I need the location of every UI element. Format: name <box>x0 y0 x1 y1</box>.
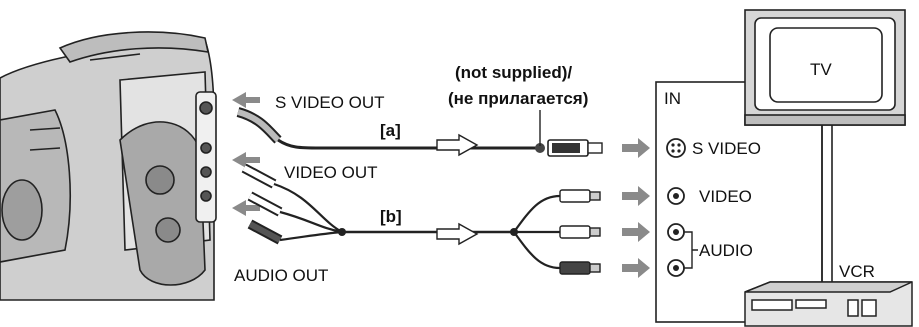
cable-a-label: [a] <box>380 121 401 140</box>
arrow-icon <box>232 92 260 216</box>
not-supplied-ru-label: (не прилагается) <box>448 89 588 108</box>
input-panel-label: IN <box>664 89 681 108</box>
s-video-plug-icon <box>236 107 282 144</box>
tv-icon <box>744 9 906 126</box>
audio-jack-icon <box>667 223 685 277</box>
cable-a-line <box>277 138 540 150</box>
arrow-icon <box>436 133 479 157</box>
camcorder-icon <box>0 31 217 301</box>
video-jack-icon <box>667 187 685 205</box>
s-video-input-label: S VIDEO <box>692 139 761 158</box>
cable-b-right <box>513 194 561 270</box>
video-input-label: VIDEO <box>699 187 752 206</box>
video-out-label: VIDEO OUT <box>284 163 378 182</box>
cable-b-left <box>273 182 343 242</box>
rca-plug-icon <box>241 163 283 245</box>
audio-out-label: AUDIO OUT <box>234 266 328 285</box>
rca-plug-icon <box>559 189 601 275</box>
s-video-out-label: S VIDEO OUT <box>275 93 385 112</box>
cable-b-label: [b] <box>380 207 402 226</box>
tv-label: TV <box>810 60 832 79</box>
arrow-icon <box>436 222 479 246</box>
s-video-jack-icon <box>666 138 686 158</box>
not-supplied-label: (not supplied)/ <box>455 63 572 82</box>
vcr-label: VCR <box>839 262 875 281</box>
arrow-icon <box>622 138 650 278</box>
s-video-plug-icon <box>547 139 603 157</box>
audio-bracket <box>684 231 698 269</box>
cable-a-node <box>535 143 545 153</box>
vcr-icon <box>744 281 913 327</box>
audio-input-label: AUDIO <box>699 241 753 260</box>
